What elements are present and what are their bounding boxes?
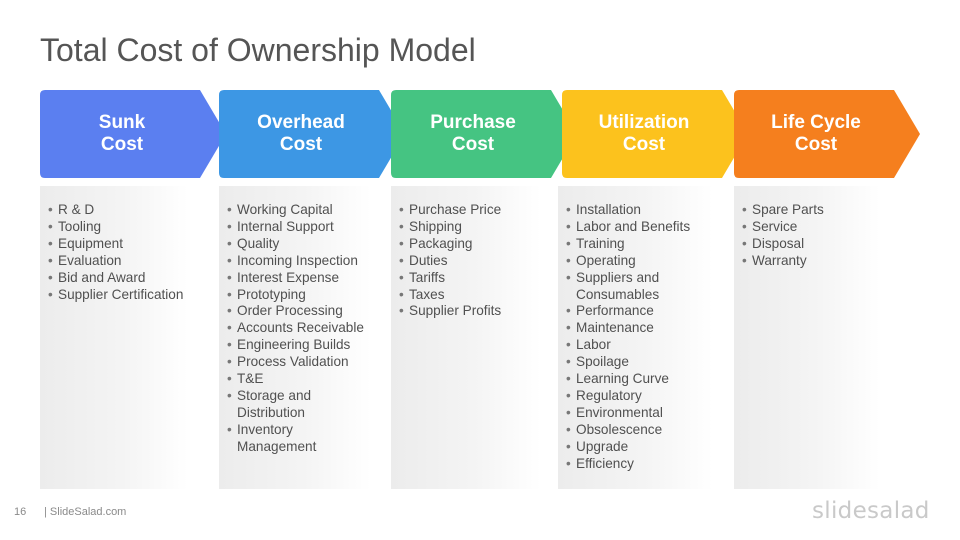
page-number: 16 (14, 506, 27, 518)
cost-item: Duties (399, 253, 541, 270)
cost-item: Purchase Price (399, 202, 541, 219)
stage-title-line1: Sunk (98, 112, 146, 133)
stage-list-panel: Spare PartsServiceDisposalWarranty (734, 186, 880, 489)
stage-list-panel: R & DToolingEquipmentEvaluationBid and A… (40, 186, 188, 489)
chevron-shape (391, 90, 577, 178)
cost-item: Shipping (399, 219, 541, 236)
cost-item-list: Working CapitalInternal SupportQualityIn… (219, 186, 371, 456)
stage-list-panel: Purchase PriceShippingPackagingDutiesTar… (391, 186, 541, 489)
cost-item: Operating (566, 253, 713, 270)
cost-item: Inventory Management (227, 422, 371, 456)
chevron-fill (734, 90, 920, 178)
stage-title-line2: Cost (451, 134, 495, 155)
cost-item: Supplier Profits (399, 303, 541, 320)
chevron-shape (562, 90, 748, 178)
footer-site: | SlideSalad.com (44, 506, 127, 518)
cost-item: Spoilage (566, 354, 713, 371)
cost-item: Accounts Receivable (227, 320, 371, 337)
cost-item: Process Validation (227, 354, 371, 371)
cost-item: Incoming Inspection (227, 253, 371, 270)
cost-item: Suppliers and Consumables (566, 270, 713, 304)
cost-item: Maintenance (566, 320, 713, 337)
stage-title-line1: Life Cycle (771, 112, 861, 133)
cost-item: Tooling (48, 219, 188, 236)
cost-item: Tariffs (399, 270, 541, 287)
cost-item-list: InstallationLabor and BenefitsTrainingOp… (558, 186, 713, 473)
stage-list-panel: InstallationLabor and BenefitsTrainingOp… (558, 186, 713, 489)
stage-title-line2: Cost (100, 134, 144, 155)
cost-item: Service (742, 219, 880, 236)
cost-item: Order Processing (227, 303, 371, 320)
chevron-shape (40, 90, 226, 178)
stage-list-panel: Working CapitalInternal SupportQualityIn… (219, 186, 371, 489)
cost-item: Bid and Award (48, 270, 188, 287)
brand-logo: slidesalad (812, 498, 930, 524)
cost-item: Labor and Benefits (566, 219, 713, 236)
cost-item: Working Capital (227, 202, 371, 219)
cost-item: Environmental (566, 405, 713, 422)
stage-title-line1: Utilization (598, 112, 690, 133)
cost-item: Interest Expense (227, 270, 371, 287)
cost-item-list: Purchase PriceShippingPackagingDutiesTar… (391, 186, 541, 320)
chevron-fill (219, 90, 405, 178)
stage-title-line1: Overhead (257, 112, 345, 133)
cost-item: R & D (48, 202, 188, 219)
cost-item: Training (566, 236, 713, 253)
stage-title-line2: Cost (279, 134, 323, 155)
chevron-shape (734, 90, 920, 178)
cost-item: Performance (566, 303, 713, 320)
cost-item: Quality (227, 236, 371, 253)
cost-item: Learning Curve (566, 371, 713, 388)
chevron-fill (40, 90, 226, 178)
stage-title-line2: Cost (794, 134, 838, 155)
cost-item: Taxes (399, 287, 541, 304)
cost-item: Efficiency (566, 456, 713, 473)
chevron-fill (391, 90, 577, 178)
cost-item: Internal Support (227, 219, 371, 236)
cost-item: Engineering Builds (227, 337, 371, 354)
cost-item: Storage and Distribution (227, 388, 371, 422)
cost-item: Labor (566, 337, 713, 354)
cost-item: Installation (566, 202, 713, 219)
cost-item: Warranty (742, 253, 880, 270)
stage-title-line1: Purchase (430, 112, 516, 133)
cost-item: Supplier Certification (48, 287, 188, 304)
cost-item-list: R & DToolingEquipmentEvaluationBid and A… (40, 186, 188, 303)
cost-item: Evaluation (48, 253, 188, 270)
cost-item: Prototyping (227, 287, 371, 304)
stage-title-line2: Cost (622, 134, 666, 155)
cost-item: Packaging (399, 236, 541, 253)
slide-title: Total Cost of Ownership Model (40, 32, 476, 68)
cost-item: Regulatory (566, 388, 713, 405)
cost-item: Equipment (48, 236, 188, 253)
cost-item: T&E (227, 371, 371, 388)
chevron-fill (562, 90, 748, 178)
cost-item: Disposal (742, 236, 880, 253)
chevron-shape (219, 90, 405, 178)
cost-item: Upgrade (566, 439, 713, 456)
cost-item: Obsolescence (566, 422, 713, 439)
cost-item-list: Spare PartsServiceDisposalWarranty (734, 186, 880, 270)
cost-item: Spare Parts (742, 202, 880, 219)
